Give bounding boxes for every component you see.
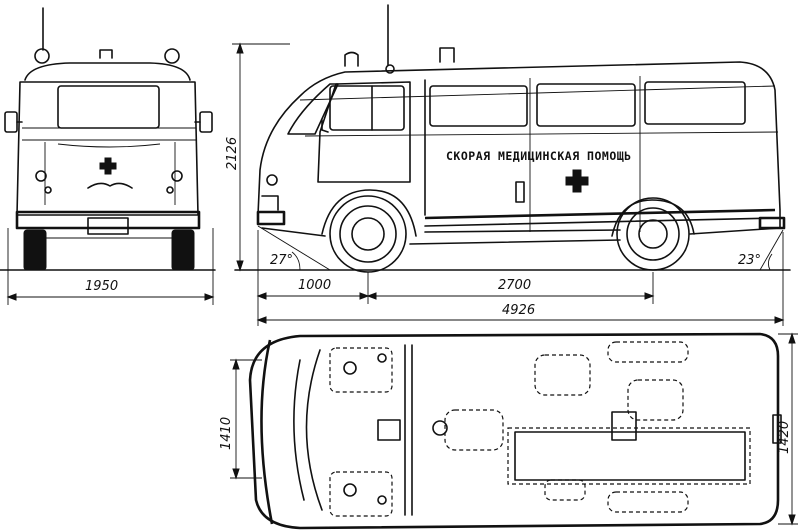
- front-overhang-dimension: 1000: [298, 278, 331, 293]
- approach-angle: 27°: [270, 253, 293, 268]
- height-dimension: 2126: [225, 137, 240, 170]
- height-dimension-line: 2126: [225, 42, 290, 272]
- wheelbase-dimension: 2700: [498, 278, 531, 293]
- body-width-dimension: 1420: [777, 421, 792, 454]
- front-view: 1950: [0, 7, 216, 305]
- departure-angle: 23°: [738, 253, 761, 268]
- ambulance-inscription: СКОРАЯ МЕДИЦИНСКАЯ ПОМОЩЬ: [446, 149, 632, 163]
- overall-length-dimension: 4926: [502, 303, 535, 318]
- rear-width-dimension: 1410: [219, 417, 234, 450]
- front-track-dimension: 1950: [85, 279, 118, 294]
- plan-view: 1420 1410: [219, 332, 798, 530]
- side-view: СКОРАЯ МЕДИЦИНСКАЯ ПОМОЩЬ 27°: [234, 4, 791, 326]
